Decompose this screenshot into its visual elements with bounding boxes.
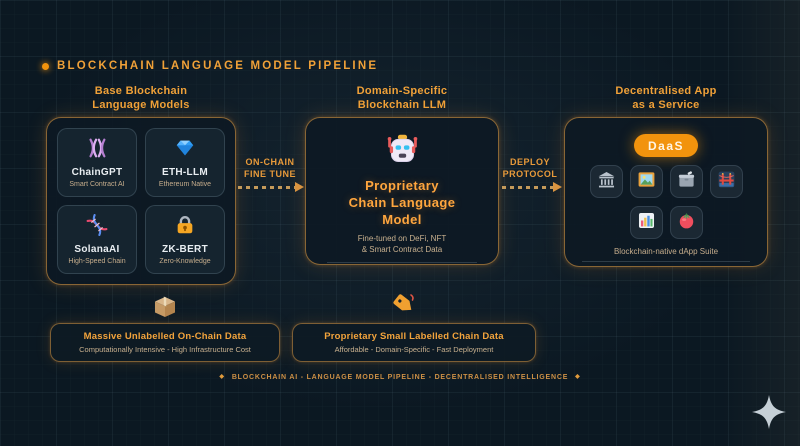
page-title-row: BLOCKCHAIN LANGUAGE MODEL PIPELINE — [42, 60, 378, 72]
model-subtitle: Ethereum Native — [158, 181, 212, 188]
domain-model-subtitle-line1: Fine-tuned on DeFi, NFT — [357, 234, 447, 243]
base-column-header: Base Blockchain Language Models — [46, 84, 236, 112]
model-card-chaingpt: ChainGPT Smart Contract AI — [57, 128, 137, 197]
picture-icon — [637, 170, 656, 194]
dapp-tile-picture — [629, 165, 663, 198]
label-tag-icon — [392, 292, 418, 323]
tomato-icon — [677, 211, 696, 235]
daas-panel: DaaS — [564, 117, 768, 267]
dapp-tile-bridge — [709, 165, 743, 198]
domain-panel-divider — [327, 262, 477, 263]
page-title: BLOCKCHAIN LANGUAGE MODEL PIPELINE — [57, 60, 379, 72]
dapp-tile-storage-box — [669, 165, 703, 198]
domain-model-subtitle-line2: & Smart Contract Data — [361, 245, 443, 254]
model-card-eth-llm: ETH-LLM Ethereum Native — [145, 128, 225, 197]
arrow-label-fine-tune: ON-CHAIN FINE TUNE — [232, 156, 308, 180]
note-unlabelled-data: Massive Unlabelled On-Chain Data Computa… — [50, 323, 280, 362]
model-subtitle: High-Speed Chain — [68, 258, 126, 265]
storage-box-icon — [677, 170, 696, 194]
note-labelled-data: Proprietary Small Labelled Chain Data Af… — [292, 323, 536, 362]
arrow-label-deploy: DEPLOY PROTOCOL — [492, 156, 568, 180]
arrow1-line2: FINE TUNE — [243, 169, 296, 179]
package-icon — [153, 295, 177, 324]
base-models-panel: ChainGPT Smart Contract AI ETH-LLM Ether… — [46, 117, 236, 285]
bridge-icon — [717, 170, 736, 194]
note-title: Proprietary Small Labelled Chain Data — [324, 331, 504, 342]
daas-caption: Blockchain-native dApp Suite — [613, 247, 719, 256]
dapp-tile-bank — [589, 165, 623, 198]
daas-badge: DaaS — [634, 134, 698, 157]
daas-panel-divider — [582, 261, 750, 262]
footer-text: BLOCKCHAIN AI - LANGUAGE MODEL PIPELINE … — [231, 374, 569, 381]
domain-header-line2: Blockchain LLM — [357, 99, 447, 111]
arrowhead-icon-1 — [295, 182, 304, 192]
daas-header-line1: Decentralised App — [615, 85, 717, 97]
dashed-arrow-line-1 — [238, 186, 295, 189]
bullet-dot-icon — [42, 62, 49, 70]
domain-model-title: Proprietary Chain Language Model — [349, 177, 456, 228]
note-subtitle: Computationally Intensive - High Infrast… — [79, 345, 251, 354]
footer-bullet-right: ◆ — [575, 374, 581, 380]
model-subtitle: Zero-Knowledge — [159, 258, 211, 265]
note-subtitle: Affordable - Domain-Specific - Fast Depl… — [334, 345, 494, 354]
footer-bullet-left: ◆ — [219, 374, 225, 380]
daas-icon-row-2 — [629, 206, 703, 239]
footer-tagline: ◆ BLOCKCHAIN AI - LANGUAGE MODEL PIPELINE… — [0, 373, 800, 381]
bar-chart-icon — [637, 211, 656, 235]
dna-icon — [86, 213, 108, 241]
model-name: ZK-BERT — [162, 244, 208, 255]
arrow2-line1: DEPLOY — [509, 157, 550, 167]
arrow2-line2: PROTOCOL — [502, 169, 558, 179]
model-name: ETH-LLM — [162, 167, 208, 178]
note-title: Massive Unlabelled On-Chain Data — [83, 331, 247, 342]
model-name: ChainGPT — [71, 167, 123, 178]
lock-icon — [174, 214, 196, 241]
gem-icon — [174, 137, 196, 164]
dapp-tile-chart — [629, 206, 663, 239]
daas-icon-row-1 — [589, 165, 743, 198]
domain-llm-panel: Proprietary Chain Language Model Fine-tu… — [305, 117, 499, 265]
domain-model-title-line3: Model — [382, 212, 422, 227]
domain-model-title-line1: Proprietary — [365, 178, 439, 193]
domain-model-subtitle: Fine-tuned on DeFi, NFT & Smart Contract… — [358, 233, 446, 255]
model-card-zk-bert: ZK-BERT Zero-Knowledge — [145, 205, 225, 274]
daas-column-header: Decentralised App as a Service — [564, 84, 768, 112]
bank-icon — [597, 170, 616, 194]
arrowhead-icon-2 — [553, 182, 562, 192]
dashed-arrow-line-2 — [502, 186, 553, 189]
domain-header-line1: Domain-Specific — [356, 85, 448, 97]
sparkle-icon — [751, 394, 787, 435]
arrow1-line1: ON-CHAIN — [245, 157, 295, 167]
model-card-solanaai: SolanaAI High-Speed Chain — [57, 205, 137, 274]
chromosome-icon — [86, 137, 108, 164]
base-header-line2: Language Models — [92, 99, 190, 111]
domain-column-header: Domain-Specific Blockchain LLM — [305, 84, 499, 112]
model-subtitle: Smart Contract AI — [69, 181, 125, 188]
base-header-line1: Base Blockchain — [94, 85, 188, 97]
model-name: SolanaAI — [74, 244, 120, 255]
dapp-tile-tomato — [669, 206, 703, 239]
domain-model-title-line2: Chain Language — [348, 195, 456, 210]
daas-header-line2: as a Service — [632, 99, 700, 111]
robot-icon — [384, 131, 421, 173]
